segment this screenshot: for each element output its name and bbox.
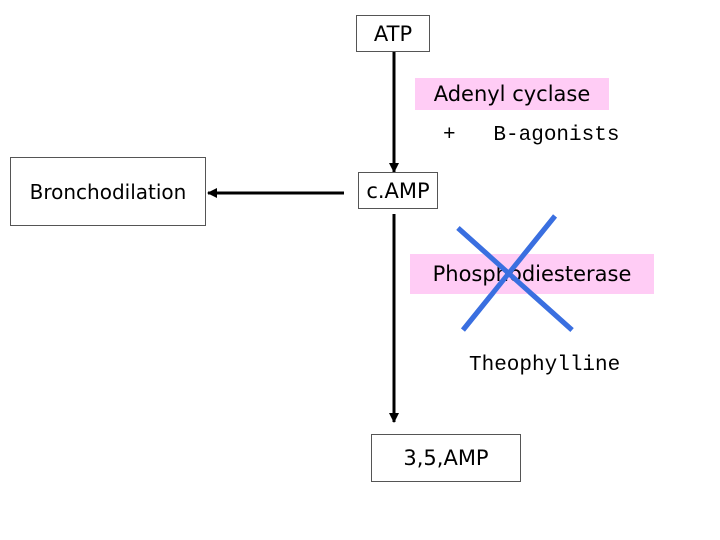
atp-box: ATP (356, 15, 430, 52)
theophylline-inhibitor: Theophylline (469, 354, 621, 377)
product-box: 3,5,AMP (371, 434, 521, 482)
b-agonists-stimulator: + B-agonists (443, 124, 620, 147)
camp-label: c.AMP (366, 178, 430, 203)
adenyl-cyclase-label: Adenyl cyclase (433, 82, 591, 106)
phosphodiesterase-label-box: Phosphodiesterase (410, 254, 654, 294)
atp-label: ATP (373, 21, 413, 46)
cross-line-2-front (461, 214, 557, 332)
bronchodilation-label: Bronchodilation (29, 179, 187, 204)
cross-line-1-front (456, 226, 574, 332)
product-label: 3,5,AMP (403, 446, 489, 470)
camp-box: c.AMP (358, 172, 438, 209)
bronchodilation-box: Bronchodilation (10, 157, 206, 226)
phosphodiesterase-label: Phosphodiesterase (432, 262, 632, 286)
adenyl-cyclase-label-box: Adenyl cyclase (415, 78, 609, 110)
